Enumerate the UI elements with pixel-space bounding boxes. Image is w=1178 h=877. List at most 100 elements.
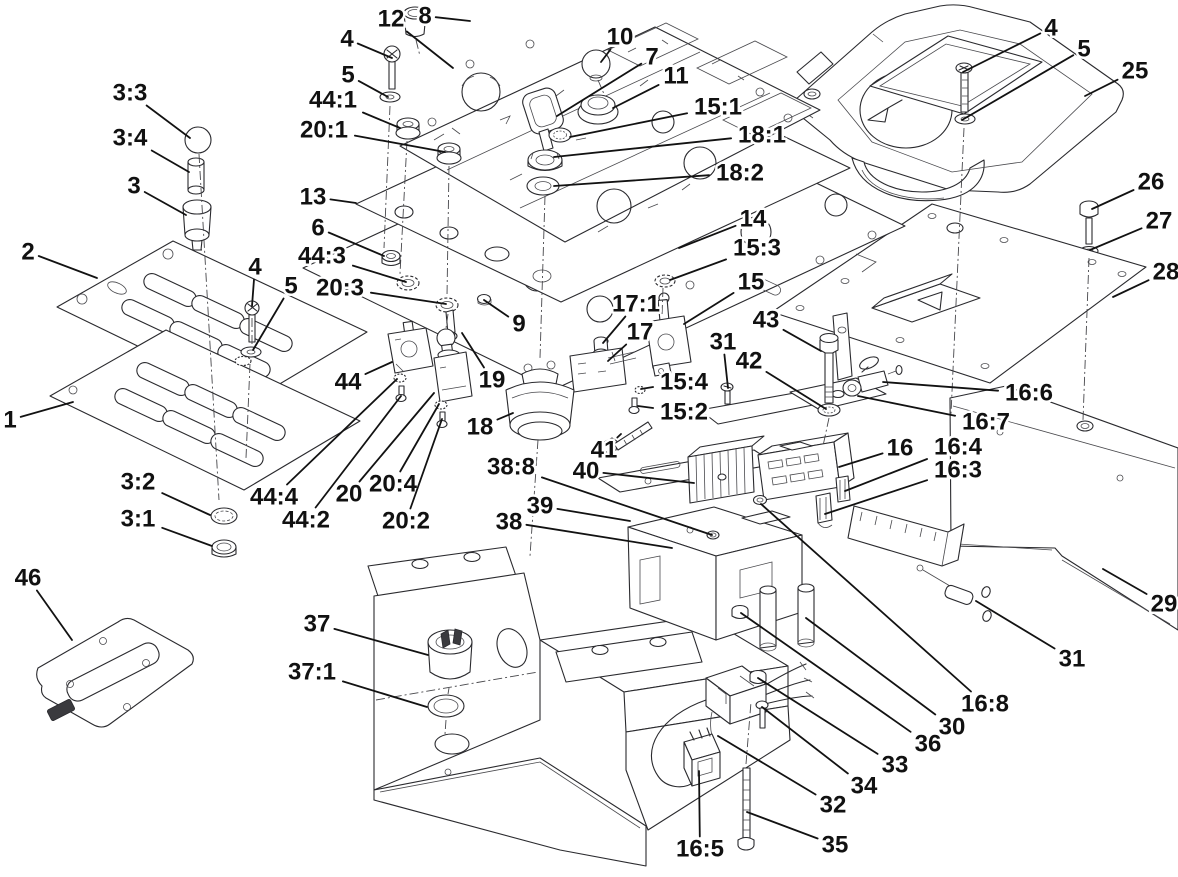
callout-13-24: 13 (297, 181, 357, 213)
callout-label-6-25: 6 (311, 215, 324, 242)
button-8-drawing (403, 6, 427, 38)
callout-label-12-1: 12 (378, 6, 405, 33)
leader-line-20-2-56 (409, 418, 443, 510)
callout-39-50: 39 (524, 490, 631, 522)
leader-line-5-19 (961, 54, 1075, 121)
callout-20-3-27: 20:3 (313, 272, 447, 305)
leader-line-19-40 (461, 332, 485, 369)
lock-washer-15-3-drawing (654, 274, 676, 288)
callout-17-33: 17 (607, 316, 656, 362)
callout-38-51: 38 (493, 506, 673, 549)
screw-15-2-drawing (628, 397, 640, 415)
leader-line-42-36 (765, 370, 827, 410)
callout-label-16-4-47: 16:4 (934, 434, 983, 461)
callout-label-28-23: 28 (1153, 259, 1178, 286)
callout-17-1-32: 17:1 (602, 288, 663, 344)
leader-line-3-2-58 (161, 492, 211, 516)
callout-label-11-11: 11 (663, 63, 688, 90)
leader-line-15-4-42 (640, 386, 654, 390)
leader-line-44-1-4 (361, 111, 401, 129)
callout-46-60: 46 (12, 562, 73, 641)
leader-line-44-39 (364, 361, 393, 376)
callout-label-20-3-27: 20:3 (316, 275, 364, 302)
callout-16-8-65: 16:8 (760, 503, 1012, 720)
callout-15-17: 15 (683, 266, 767, 325)
callout-3-3-6: 3:3 (110, 77, 191, 139)
fuse-block-16-drawing (757, 432, 855, 501)
callout-label-29-63: 29 (1151, 591, 1178, 618)
leader-line-34-69 (761, 706, 849, 775)
callout-label-38-51: 38 (496, 509, 523, 536)
callout-11-11: 11 (612, 60, 691, 109)
washer-15-4-drawing (634, 385, 646, 395)
centerlines (198, 39, 1090, 765)
leader-line-37-61 (333, 628, 429, 656)
leader-line-20-4-55 (399, 403, 440, 473)
leader-line-37-1-62 (341, 680, 428, 708)
callout-44-3-26: 44:3 (295, 240, 407, 283)
callout-label-3-1-59: 3:1 (121, 506, 156, 533)
clip-16-4-drawing (835, 475, 851, 503)
leader-line-16-7-38 (857, 395, 956, 417)
callout-5-19: 5 (961, 33, 1093, 121)
leader-line-3-3-6 (145, 104, 191, 139)
indicator-light-3-drawing (182, 126, 212, 251)
callout-label-8-2: 8 (418, 3, 431, 30)
leader-line-8-2 (434, 16, 471, 22)
callout-41-44: 41 (588, 433, 622, 466)
callout-16-5-72: 16:5 (673, 770, 727, 865)
callout-18-2-14: 18:2 (553, 157, 767, 189)
leader-line-30-66 (805, 617, 937, 716)
slot-plate-2-drawing (56, 240, 368, 402)
leader-line-36-67 (740, 612, 912, 733)
callout-label-15-2-43: 15:2 (660, 399, 708, 426)
callout-26-21: 26 (1091, 166, 1167, 210)
leader-line-17-33 (607, 343, 628, 362)
callout-label-36-67: 36 (915, 731, 942, 758)
callout-label-44-1-4: 44:1 (309, 87, 357, 114)
leader-line-35-71 (746, 811, 819, 840)
callout-44-1-4: 44:1 (306, 84, 401, 129)
leader-line-40-45 (602, 471, 695, 484)
callout-label-37-61: 37 (304, 611, 331, 638)
leader-line-18-1-13 (553, 137, 732, 158)
callout-label-39-50: 39 (527, 493, 554, 520)
callout-label-7-10: 7 (645, 44, 658, 71)
callout-7-10: 7 (556, 41, 661, 117)
callout-1-57: 1 (1, 401, 74, 436)
leader-line-38-8-49 (541, 476, 713, 536)
leader-line-11-11 (612, 84, 660, 109)
leader-line-20-52 (358, 392, 435, 483)
leader-line-14-15 (678, 224, 737, 249)
leader-line-31-35 (723, 353, 729, 389)
callout-40-45: 40 (570, 455, 695, 487)
callout-9-31: 9 (483, 299, 528, 340)
leader-line-29-63 (1102, 568, 1148, 595)
callout-label-26-21: 26 (1138, 169, 1165, 196)
callout-label-1-57: 1 (3, 407, 16, 434)
callout-14-15: 14 (678, 203, 769, 249)
callout-label-16-7-38: 16:7 (962, 409, 1010, 436)
leader-line-1-57 (19, 401, 74, 418)
leader-line-43-34 (782, 328, 822, 352)
leader-line-16-8-65 (760, 503, 972, 693)
callout-label-20-4-55: 20:4 (369, 471, 418, 498)
leader-line-7-10 (556, 62, 643, 117)
callout-label-20-2-56: 20:2 (382, 508, 430, 535)
callout-6-25: 6 (309, 212, 385, 257)
bezel-nut-18-1-drawing (527, 149, 563, 172)
oring-3-2-drawing (210, 507, 238, 525)
callout-label-10-9: 10 (607, 24, 634, 51)
ignition-switch-18-drawing (505, 360, 575, 441)
callout-37-1-62: 37:1 (285, 656, 428, 708)
lock-washer-44-3-drawing (396, 275, 420, 291)
callout-label-4-18: 4 (1044, 15, 1058, 42)
callout-31-64: 31 (975, 600, 1088, 675)
callout-label-20-52: 20 (336, 481, 363, 508)
callout-label-15-17: 15 (738, 269, 765, 296)
callout-label-3-8: 3 (127, 173, 140, 200)
callout-label-16-46: 16 (887, 435, 914, 462)
callout-5-3: 5 (339, 59, 389, 98)
nut-36-drawing (731, 604, 749, 620)
